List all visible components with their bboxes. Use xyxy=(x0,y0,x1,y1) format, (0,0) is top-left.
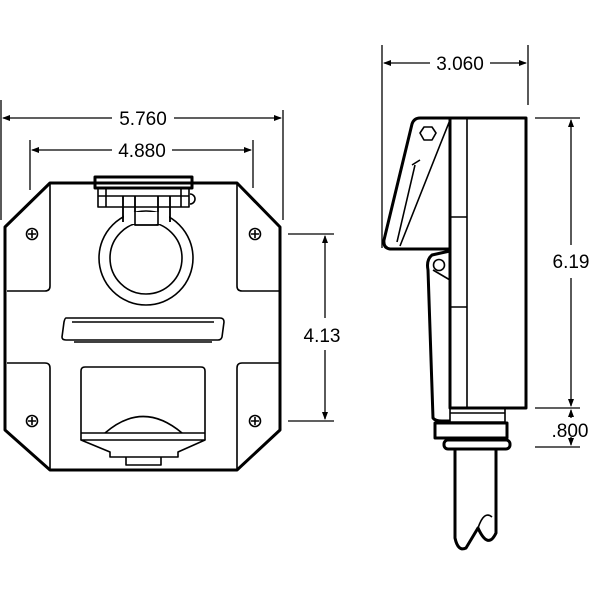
front-view: 5.760 4.880 4.13 xyxy=(0,100,341,472)
dimension-label: 6.19 xyxy=(553,252,590,273)
dimension-label: 4.13 xyxy=(304,326,341,347)
dimension-overall-width: 5.760 xyxy=(0,100,284,220)
lower-socket xyxy=(80,366,206,466)
dimension-label: 5.760 xyxy=(119,109,167,130)
lid xyxy=(382,116,450,251)
cable xyxy=(453,449,498,551)
hinge xyxy=(93,175,196,208)
screw-icon xyxy=(248,414,262,428)
dimension-mount-width: 4.880 xyxy=(29,140,254,190)
screw-icon xyxy=(25,414,39,428)
lower-latch xyxy=(426,249,451,423)
body-outline xyxy=(448,116,528,410)
screw-icon xyxy=(25,227,39,241)
hex-bolt xyxy=(419,126,437,141)
screw-icons xyxy=(25,227,262,428)
dimension-connector-height: .800 xyxy=(535,409,589,448)
left-panel-lines xyxy=(7,183,51,470)
dimension-label: 4.880 xyxy=(118,141,166,162)
lid-ring xyxy=(98,196,194,306)
dimension-height: 6.19 xyxy=(535,117,590,409)
screw-icon xyxy=(248,227,262,241)
dimension-depth: 3.060 xyxy=(381,45,529,248)
slot xyxy=(61,317,225,343)
right-panel-lines xyxy=(236,183,279,470)
side-view: 3.060 6.19 .800 xyxy=(381,45,590,551)
connector-rings xyxy=(433,407,512,451)
housing-outline xyxy=(3,181,282,472)
dimension-label: .800 xyxy=(552,421,589,442)
dimension-mount-height: 4.13 xyxy=(288,233,341,422)
dimension-label: 3.060 xyxy=(436,54,484,75)
